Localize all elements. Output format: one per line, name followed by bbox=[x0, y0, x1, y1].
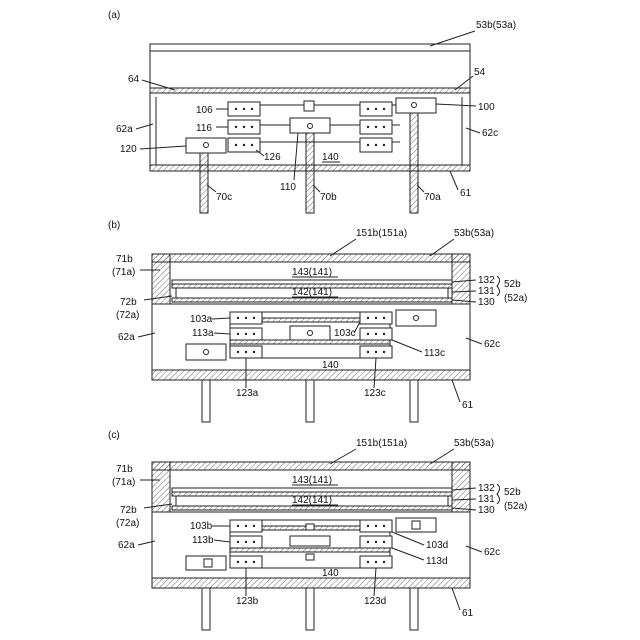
label-52b: 52b bbox=[504, 279, 521, 290]
label-113c: 113c bbox=[424, 348, 445, 359]
label-71a: (71a) bbox=[112, 267, 135, 278]
panel-c: (c) bbox=[108, 430, 527, 630]
label-72a: (72a) bbox=[116, 310, 139, 321]
plate-143-c bbox=[172, 488, 452, 492]
label-103a: 103a bbox=[190, 314, 213, 325]
label-130: 130 bbox=[478, 297, 495, 308]
block-103d bbox=[360, 520, 392, 532]
label-110: 110 bbox=[280, 182, 296, 193]
block-123a bbox=[230, 346, 262, 358]
panel-a-label: (a) bbox=[108, 10, 120, 21]
label-72b-c: 72b bbox=[120, 505, 137, 516]
block-103c bbox=[360, 312, 392, 324]
panel-a: (a) bbox=[108, 10, 516, 213]
label-62c: 62c bbox=[482, 128, 498, 139]
label-132: 132 bbox=[478, 275, 495, 286]
label-62c-c: 62c bbox=[484, 547, 500, 558]
block-123b bbox=[230, 556, 262, 568]
layer-64 bbox=[150, 88, 470, 93]
right-block-stack bbox=[360, 102, 392, 152]
label-52a: (52a) bbox=[504, 293, 527, 304]
label-62a-b: 62a bbox=[118, 332, 135, 343]
label-116: 116 bbox=[196, 123, 212, 134]
label-52b-c: 52b bbox=[504, 487, 521, 498]
rod-center-b bbox=[306, 380, 314, 422]
label-72b: 72b bbox=[120, 297, 137, 308]
label-53b-c: 53b(53a) bbox=[454, 438, 494, 449]
rod-left-b bbox=[202, 380, 210, 422]
block-103b bbox=[230, 520, 262, 532]
label-131-c: 131 bbox=[478, 494, 495, 505]
left-block-stack bbox=[228, 102, 260, 152]
label-113b: 113b bbox=[192, 535, 214, 546]
panel-b: (b) bbox=[108, 220, 527, 422]
label-140-c: 140 bbox=[322, 568, 339, 579]
label-62a-c: 62a bbox=[118, 540, 135, 551]
label-140-b: 140 bbox=[322, 360, 339, 371]
label-151b: 151b(151a) bbox=[356, 228, 407, 239]
label-61: 61 bbox=[460, 188, 472, 199]
label-132-c: 132 bbox=[478, 483, 495, 494]
head-left-b bbox=[186, 344, 226, 360]
label-62c-b: 62c bbox=[484, 339, 500, 350]
label-142-c: 142(141) bbox=[292, 495, 332, 506]
label-113a: 113a bbox=[192, 328, 214, 339]
label-52a-c: (52a) bbox=[504, 501, 527, 512]
block-113c bbox=[360, 328, 392, 340]
label-61-c: 61 bbox=[462, 608, 474, 619]
panel-c-label: (c) bbox=[108, 430, 120, 441]
label-100: 100 bbox=[478, 102, 495, 113]
label-71a-c: (71a) bbox=[112, 477, 135, 488]
label-53b: 53b(53a) bbox=[476, 20, 516, 31]
label-123b: 123b bbox=[236, 596, 259, 607]
label-120: 120 bbox=[120, 144, 137, 155]
label-140: 140 bbox=[322, 152, 339, 163]
block-113a bbox=[230, 328, 262, 340]
label-103b: 103b bbox=[190, 521, 213, 532]
block-123d bbox=[360, 556, 392, 568]
label-71b-c: 71b bbox=[116, 464, 133, 475]
label-70c: 70c bbox=[216, 192, 232, 203]
label-70b: 70b bbox=[320, 192, 337, 203]
block-103a bbox=[230, 312, 262, 324]
label-113d: 113d bbox=[426, 556, 448, 567]
label-123c: 123c bbox=[364, 388, 386, 399]
label-130-c: 130 bbox=[478, 505, 495, 516]
rod-right-c bbox=[410, 588, 418, 630]
head-right-b bbox=[396, 310, 436, 326]
rod-right-b bbox=[410, 380, 418, 422]
label-54: 54 bbox=[474, 67, 486, 78]
center-block bbox=[304, 101, 314, 111]
label-143-c: 143(141) bbox=[292, 475, 332, 486]
label-103c: 103c bbox=[334, 328, 356, 339]
rod-left-c bbox=[202, 588, 210, 630]
block-113d bbox=[360, 536, 392, 548]
label-106: 106 bbox=[196, 105, 213, 116]
label-64: 64 bbox=[128, 74, 140, 85]
panel-b-label: (b) bbox=[108, 220, 120, 231]
label-62a: 62a bbox=[116, 124, 133, 135]
label-71b: 71b bbox=[116, 254, 133, 265]
label-123d: 123d bbox=[364, 596, 386, 607]
label-151b-c: 151b(151a) bbox=[356, 438, 407, 449]
label-142: 142(141) bbox=[292, 287, 332, 298]
label-61-b: 61 bbox=[462, 400, 474, 411]
label-103d: 103d bbox=[426, 540, 448, 551]
label-53b-b: 53b(53a) bbox=[454, 228, 494, 239]
rod-center-c bbox=[306, 588, 314, 630]
block-123c bbox=[360, 346, 392, 358]
plate-143 bbox=[172, 280, 452, 284]
label-72a-c: (72a) bbox=[116, 518, 139, 529]
label-123a: 123a bbox=[236, 388, 259, 399]
label-126: 126 bbox=[264, 152, 281, 163]
block-113b bbox=[230, 536, 262, 548]
label-143: 143(141) bbox=[292, 267, 332, 278]
label-70a: 70a bbox=[424, 192, 441, 203]
label-131: 131 bbox=[478, 286, 495, 297]
